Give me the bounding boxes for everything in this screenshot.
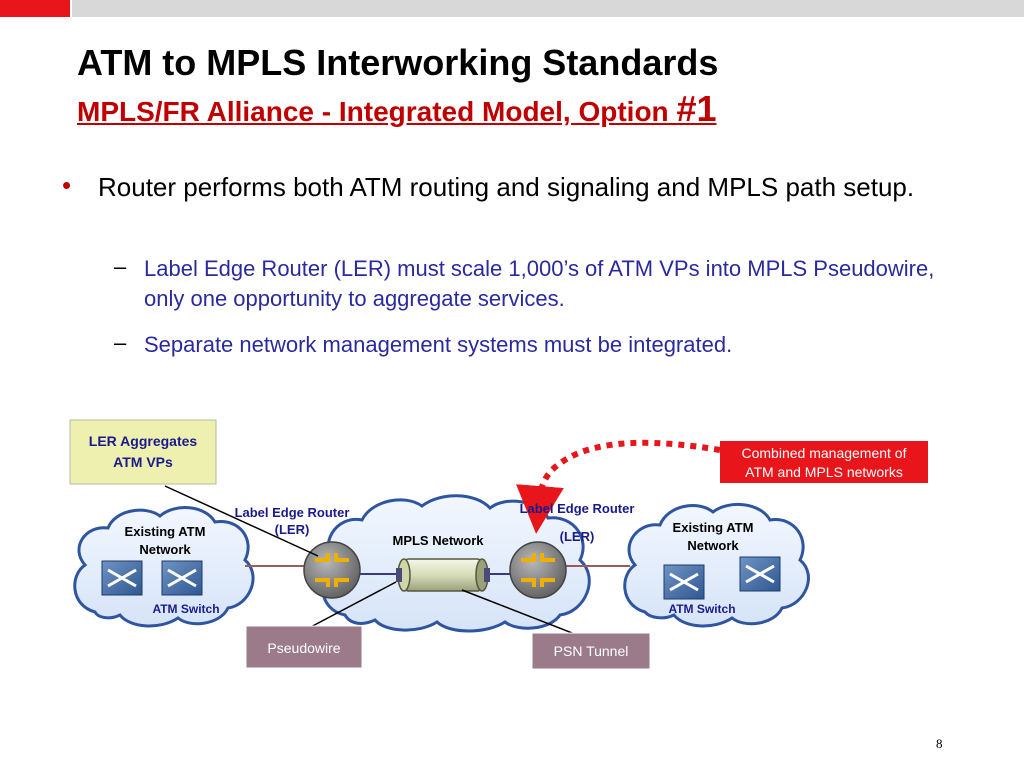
atm-switch-icon bbox=[739, 556, 781, 592]
ler-aggregates-box bbox=[69, 419, 217, 485]
psn-tunnel-icon bbox=[396, 558, 490, 592]
subtitle-number: #1 bbox=[676, 88, 717, 129]
pseudowire-label: Pseudowire bbox=[267, 640, 340, 656]
sub-bullet-2: Separate network management systems must… bbox=[144, 332, 733, 357]
left-ler-label-line1: Label Edge Router bbox=[235, 505, 350, 520]
subtitle-text: MPLS/FR Alliance - Integrated Model, Opt… bbox=[77, 96, 677, 127]
right-atm-switch-label: ATM Switch bbox=[668, 602, 735, 616]
atm-switch-icon bbox=[101, 560, 143, 596]
pointer-line bbox=[304, 581, 397, 631]
slide-title: ATM to MPLS Interworking Standards bbox=[77, 42, 719, 83]
left-atm-label-line1: Existing ATM bbox=[125, 524, 206, 539]
pointer-line bbox=[461, 589, 586, 639]
sub-bullet-marker: – bbox=[114, 254, 127, 279]
slide-subtitle: MPLS/FR Alliance - Integrated Model, Opt… bbox=[77, 88, 716, 130]
psn-tunnel-label: PSN Tunnel bbox=[554, 643, 629, 659]
combined-line2: ATM and MPLS networks bbox=[745, 464, 903, 480]
left-ler-label-line2: (LER) bbox=[275, 522, 310, 537]
page-number: 8 bbox=[936, 736, 943, 751]
pseudowire-callout bbox=[245, 625, 363, 669]
atm-switch-icon bbox=[161, 560, 203, 596]
bullet-marker: • bbox=[62, 170, 72, 200]
right-ler-label-line2: (LER) bbox=[560, 529, 595, 544]
right-atm-label-line1: Existing ATM bbox=[673, 520, 754, 535]
mpls-network-label: MPLS Network bbox=[392, 533, 484, 548]
top-bar-accent bbox=[0, 0, 70, 17]
psn-tunnel-callout bbox=[531, 632, 651, 670]
left-router-icon bbox=[303, 541, 361, 599]
ler-aggregates-line1: LER Aggregates bbox=[89, 433, 198, 449]
left-atm-switch-label: ATM Switch bbox=[152, 602, 219, 616]
top-bar bbox=[72, 0, 1024, 17]
atm-switch-icon bbox=[663, 564, 705, 600]
right-ler-label-line1: Label Edge Router bbox=[520, 501, 635, 516]
right-router-icon bbox=[509, 541, 567, 599]
bullet-text: Router performs both ATM routing and sig… bbox=[98, 172, 915, 202]
combined-management-box bbox=[720, 441, 928, 483]
sub-bullet-marker: – bbox=[114, 330, 127, 355]
ler-aggregates-line2: ATM VPs bbox=[113, 454, 173, 470]
left-atm-label-line2: Network bbox=[139, 542, 191, 557]
sub-bullet-1: Label Edge Router (LER) must scale 1,000… bbox=[144, 256, 935, 311]
combined-line1: Combined management of bbox=[742, 445, 907, 461]
pointer-line bbox=[164, 485, 319, 557]
right-atm-label-line2: Network bbox=[687, 538, 739, 553]
management-arrow bbox=[515, 439, 721, 534]
